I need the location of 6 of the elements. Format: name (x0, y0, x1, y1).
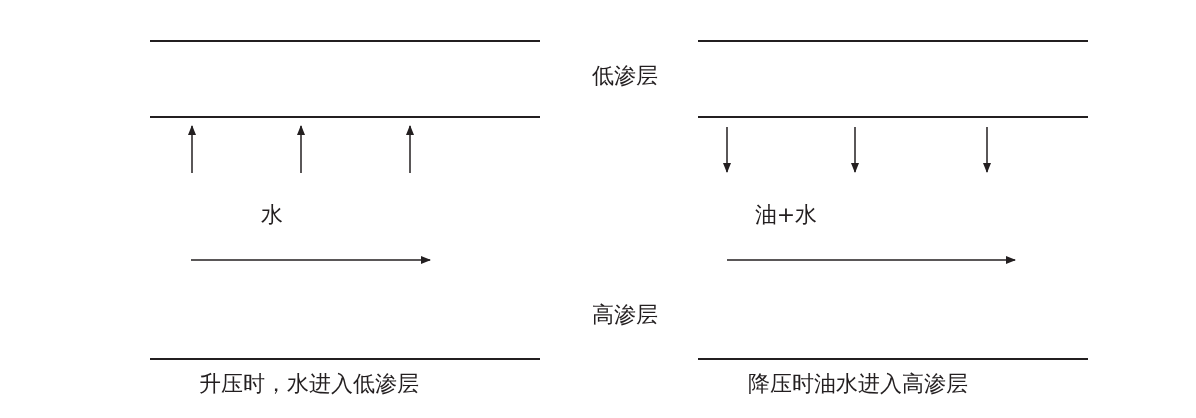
caption: 降压时油水进入高渗层 (748, 371, 968, 397)
fluid-label: 水 (261, 202, 283, 228)
layer-label: 高渗层 (592, 302, 658, 328)
layer-label: 低渗层 (592, 63, 658, 89)
caption: 升压时，水进入低渗层 (199, 371, 419, 397)
fluid-label: 油+水 (754, 202, 818, 228)
